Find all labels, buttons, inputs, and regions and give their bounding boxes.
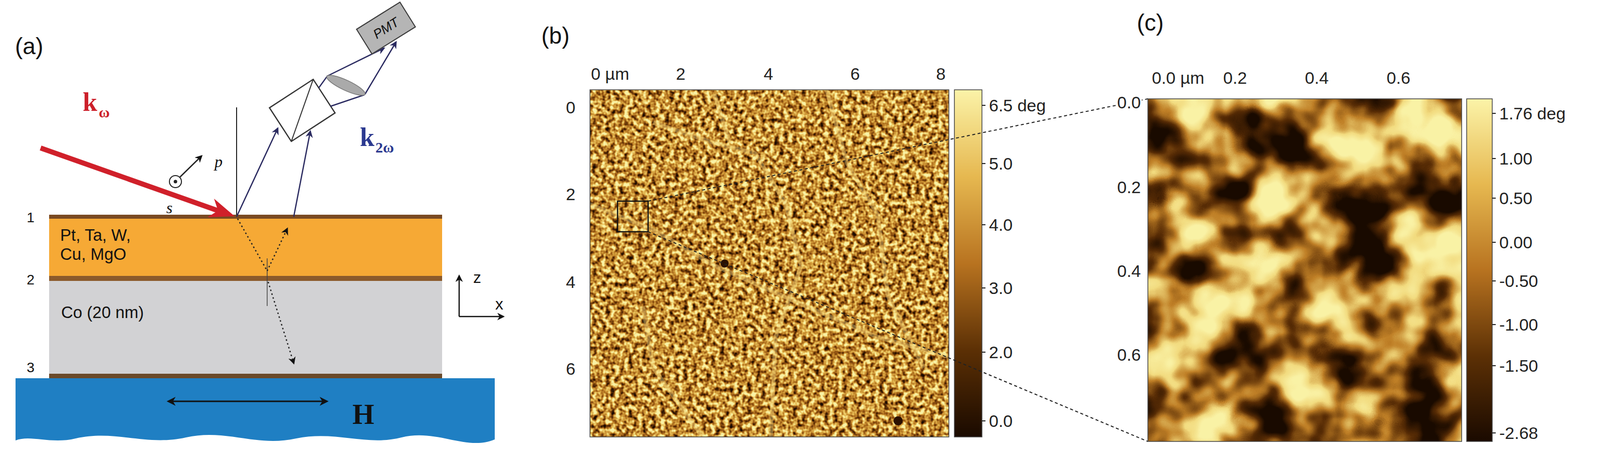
zoom-line: [648, 231, 1148, 442]
interface-number: 3: [26, 360, 35, 375]
interface-number: 2: [26, 272, 35, 287]
wavevector-subscript: ω: [98, 104, 110, 120]
interface-layer: [49, 214, 443, 219]
tick-label: 0: [564, 98, 577, 116]
kerr-image-zoom: [1147, 98, 1462, 442]
reflected-beam: [236, 128, 278, 217]
detector-box: PMT: [355, 1, 417, 55]
colorbar-label: -1.50: [1498, 356, 1540, 374]
beam-arrowhead: [207, 198, 235, 218]
wavevector-symbol: k: [359, 124, 375, 151]
colorbar-label: 0.50: [1498, 189, 1534, 207]
reflected-beam: [293, 131, 311, 217]
panel-label: (b): [541, 24, 570, 48]
zoom-box: [617, 201, 649, 232]
internal-beams: [237, 218, 294, 363]
substrate-shape: [15, 377, 495, 454]
tick-label: 6: [564, 359, 577, 377]
tick-label: 0.2: [1116, 178, 1142, 196]
colorbar-label: 5.0: [987, 154, 1014, 172]
interface-layer: [49, 275, 443, 281]
axis-arrow: [458, 275, 461, 317]
cobalt-layer: [49, 280, 443, 374]
tick-label: 0.0 µm: [1150, 69, 1206, 87]
tick-label: 8: [935, 65, 947, 83]
tick-label: 0.6: [1385, 69, 1412, 87]
colorbar-label: 4.0: [987, 216, 1014, 234]
colorbar-label: -2.68: [1498, 424, 1540, 442]
interface-number: 1: [26, 210, 35, 225]
colorbar: [954, 89, 982, 437]
colorbar-label: -0.50: [1498, 272, 1540, 290]
image-frame: [1147, 98, 1462, 442]
polarization-label: p: [214, 153, 223, 170]
image-frame: [589, 89, 949, 437]
tick-label: 0.4: [1116, 262, 1142, 280]
cobalt-layer: Co (20 nm): [49, 280, 443, 374]
tick-label: 4: [564, 273, 577, 291]
wavevector-symbol: k: [82, 89, 98, 116]
lens: [324, 71, 368, 99]
colorbar-label: 3.0: [987, 279, 1014, 297]
incident-beam: [40, 147, 219, 211]
layer-label: Co (20 nm): [61, 302, 144, 322]
substrate: H: [15, 377, 495, 454]
tick-label: 0.0: [1116, 93, 1142, 111]
axis-arrow: [459, 315, 504, 318]
panel-label: (c): [1136, 11, 1164, 35]
tick-label: 4: [762, 65, 775, 83]
s-polarization-symbol: [169, 175, 182, 188]
zoom-line: [648, 98, 1148, 202]
colorbar-ticks: [1492, 113, 1496, 433]
layer-label: Pt, Ta, W, Cu, MgO: [60, 225, 156, 264]
colorbar-label: 0.00: [1498, 233, 1534, 251]
metal-layer: [49, 218, 443, 276]
colorbar-label: 6.5 deg: [987, 96, 1047, 114]
colorbar-label: 1.76 deg: [1498, 104, 1567, 122]
beam-line: [330, 94, 365, 107]
tick-label: 0.4: [1303, 69, 1330, 87]
metal-layer: Pt, Ta, W, Cu, MgO: [49, 218, 443, 276]
beam-line: [318, 76, 327, 88]
s-polarization-dot: [173, 179, 178, 184]
interface-layer: [49, 373, 443, 378]
field-label: H: [352, 400, 375, 429]
detector-label: PMT: [370, 14, 403, 42]
colorbar: [1466, 98, 1493, 442]
axis-label: x: [495, 295, 504, 312]
substrate-body: [15, 377, 495, 443]
wavevector-subscript: 2ω: [375, 139, 394, 155]
axis-label: z: [473, 269, 482, 286]
kerr-image: [589, 89, 949, 437]
surface-normal: [236, 107, 238, 215]
tick-label: 0.2: [1222, 69, 1248, 87]
tick-label: 0 µm: [589, 65, 631, 83]
colorbar-label: 0.0: [987, 412, 1014, 430]
colorbar-label: 1.00: [1498, 149, 1534, 167]
colorbar-label: 2.0: [987, 343, 1014, 361]
polarizer-prism: [269, 79, 336, 142]
colorbar-label: -1.00: [1498, 315, 1540, 333]
tick-label: 6: [849, 65, 862, 83]
p-polarization-arrow: [179, 155, 202, 177]
domain-walls: [589, 89, 949, 437]
tick-label: 0.6: [1116, 345, 1142, 363]
sample-stack: [49, 214, 443, 378]
tick-label: 2: [564, 185, 577, 203]
polarization-label: s: [166, 199, 173, 216]
tick-label: 2: [675, 65, 687, 83]
panel-label: (a): [15, 34, 44, 58]
field-arrow: [168, 400, 327, 403]
